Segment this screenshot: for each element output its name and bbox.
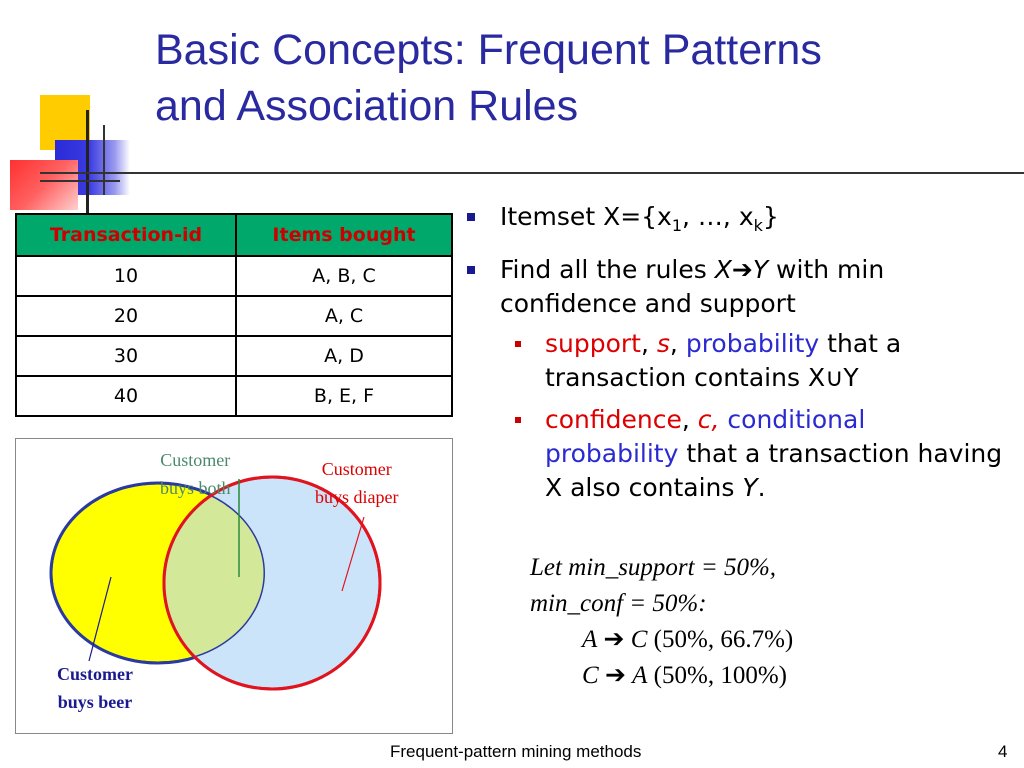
cell-items: A, B, C (235, 255, 453, 297)
table-row: 40 B, E, F (15, 375, 453, 417)
example-rules-block: Let min_support = 50%, min_conf = 50%: A… (530, 550, 1000, 694)
header-items-bought: Items bought (235, 213, 453, 257)
overlap-region (164, 483, 265, 663)
sub-bullet-confidence: confidence, c, conditional probability t… (500, 403, 1005, 505)
page-number: 4 (998, 742, 1008, 761)
decor-red-square (10, 160, 78, 210)
decor-vertical-line (86, 110, 89, 215)
transaction-table: Transaction-id Items bought 10 A, B, C 2… (15, 213, 453, 417)
table-row: 30 A, D (15, 335, 453, 377)
sub-bullet-support: support, s, probability that a transacti… (500, 327, 1005, 395)
label-customer-buys-beer: Customer buys beer (57, 664, 133, 712)
min-conf-line: min_conf = 50%: (530, 590, 707, 617)
slide-title: Basic Concepts: Frequent Patterns and As… (155, 22, 985, 134)
bullet-list: Itemset X={x1, …, xk} Find all the rules… (465, 200, 1005, 515)
bullet-square-icon (467, 266, 475, 274)
min-support-line: Let min_support = 50%, (530, 554, 777, 581)
arrow-icon: ➔ (603, 626, 625, 653)
title-divider (40, 172, 1024, 174)
bullet-square-icon (467, 213, 475, 221)
table-row: 10 A, B, C (15, 255, 453, 297)
cell-items: B, E, F (235, 375, 453, 417)
cell-transaction-id: 40 (15, 375, 237, 417)
cell-items: A, D (235, 335, 453, 377)
arrow-icon: ➔ (604, 662, 626, 689)
rule-a-to-c: A ➔ C (50%, 66.7%) (582, 626, 794, 653)
cell-transaction-id: 10 (15, 255, 237, 297)
venn-diagram (49, 475, 382, 691)
sub-bullet-list: support, s, probability that a transacti… (500, 327, 1005, 505)
header-transaction-id: Transaction-id (15, 213, 237, 257)
table-header-row: Transaction-id Items bought (15, 213, 453, 257)
arrow-icon: ➔ (731, 255, 753, 284)
cell-transaction-id: 20 (15, 295, 237, 337)
cell-items: A, C (235, 295, 453, 337)
decor-vertical-line-2 (103, 125, 105, 195)
label-customer-buys-diaper: Customer buys diaper (315, 459, 399, 507)
decor-horizontal-line (40, 180, 120, 182)
pointer-line-diaper (341, 516, 365, 592)
footer-text: Frequent-pattern mining methods (390, 742, 642, 761)
slide-title-line-1: Basic Concepts: Frequent Patterns (155, 26, 822, 74)
slide-title-line-2: and Association Rules (155, 82, 579, 130)
cell-transaction-id: 30 (15, 335, 237, 377)
bullet-find-rules: Find all the rules X➔Y with min confiden… (465, 253, 1005, 505)
label-customer-buys-both: Customer buys both (160, 450, 231, 498)
sub-bullet-square-icon (515, 341, 521, 347)
bullet-itemset: Itemset X={x1, …, xk} (465, 200, 1005, 243)
table-row: 20 A, C (15, 295, 453, 337)
rule-c-to-a: C ➔ A (50%, 100%) (582, 662, 787, 689)
venn-diagram-frame (15, 438, 453, 734)
sub-bullet-square-icon (515, 417, 521, 423)
pointer-line-beer (88, 576, 112, 662)
